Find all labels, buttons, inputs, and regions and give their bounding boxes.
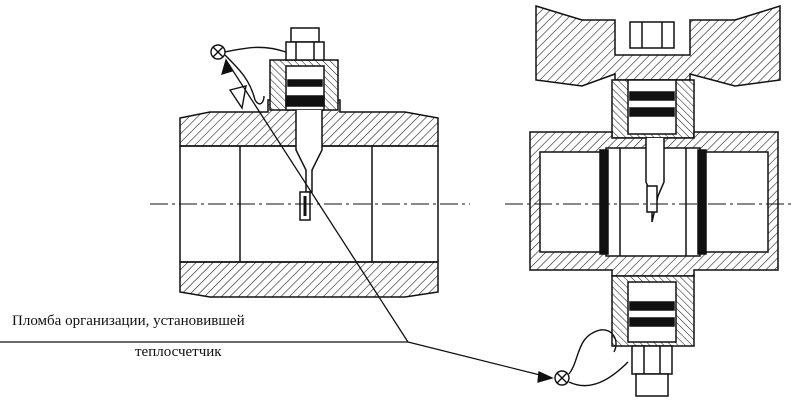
right-valve-body [529, 4, 781, 397]
callout-label-line1: Пломба организации, установившей [12, 313, 245, 329]
callout-label-line2: теплосчетчик [135, 344, 222, 360]
wire-seal-icon [554, 329, 629, 387]
callout-leader [0, 58, 554, 383]
left-sensor-body [179, 27, 439, 298]
wire-seal-icon [210, 44, 287, 110]
